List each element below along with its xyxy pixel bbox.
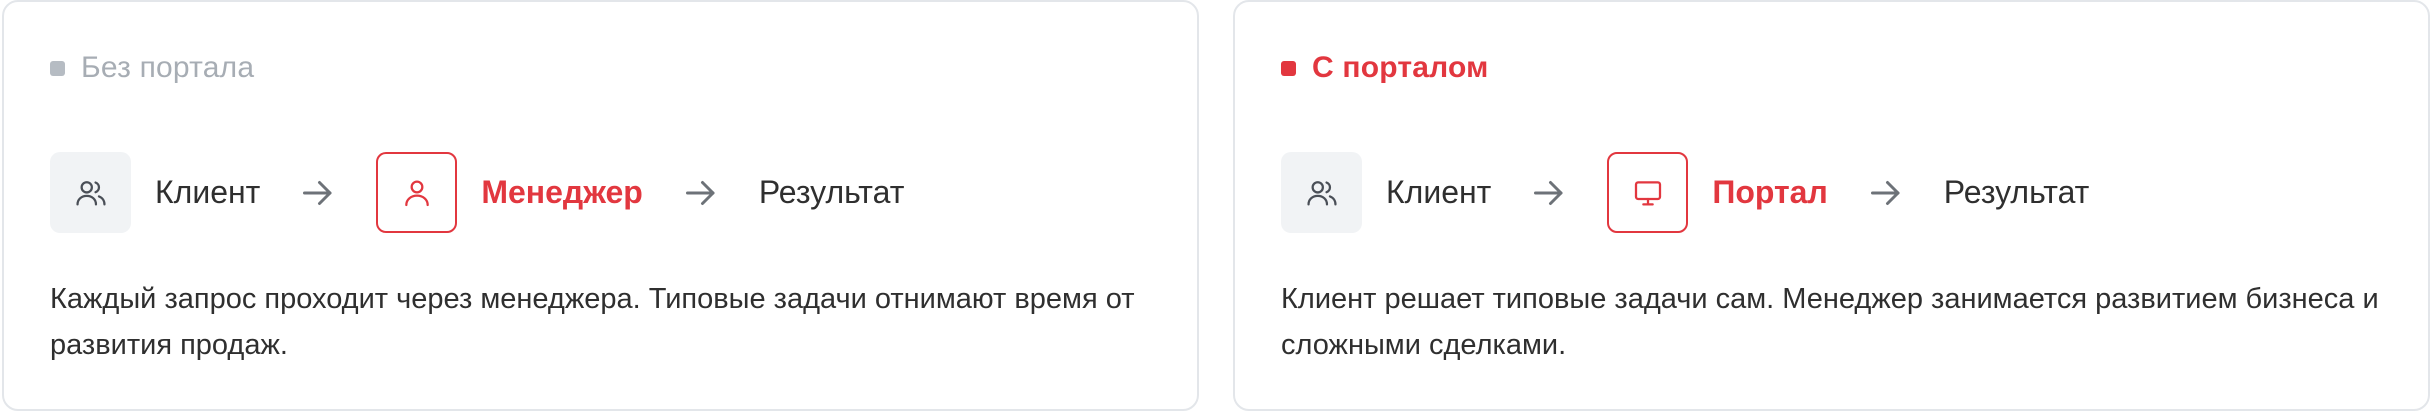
arrow-right-icon	[1529, 173, 1569, 213]
comparison-card-without-portal: Без портала Клиент Менеджер	[2, 0, 1199, 411]
flow-step-manager: Менеджер	[481, 174, 643, 210]
arrow-right-icon	[681, 173, 721, 213]
users-icon	[50, 152, 131, 233]
users-icon	[1281, 152, 1362, 233]
monitor-icon	[1607, 152, 1689, 233]
badge-label: С порталом	[1312, 51, 1489, 84]
user-icon	[376, 152, 458, 233]
badge-dot-icon	[50, 60, 65, 76]
badge-label: Без портала	[81, 51, 255, 84]
flow-step-client: Клиент	[1386, 174, 1492, 210]
arrow-right-icon	[298, 173, 338, 213]
status-badge: Без портала	[50, 50, 254, 86]
card-description: Каждый запрос проходит через менеджера. …	[50, 283, 1135, 361]
process-flow: Клиент Портал Результат	[1281, 152, 2089, 233]
arrow-right-icon	[1866, 173, 1906, 213]
badge-dot-icon	[1281, 60, 1296, 76]
status-badge: С порталом	[1281, 50, 1489, 86]
flow-step-portal: Портал	[1712, 174, 1828, 210]
process-flow: Клиент Менеджер Результат	[50, 152, 904, 233]
flow-step-result: Результат	[1943, 174, 2090, 210]
card-description: Клиент решает типовые задачи сам. Менедж…	[1281, 283, 2379, 361]
flow-step-result: Результат	[758, 174, 905, 210]
flow-step-client: Клиент	[155, 174, 261, 210]
comparison-card-with-portal: С порталом Клиент Портал	[1233, 0, 2430, 411]
